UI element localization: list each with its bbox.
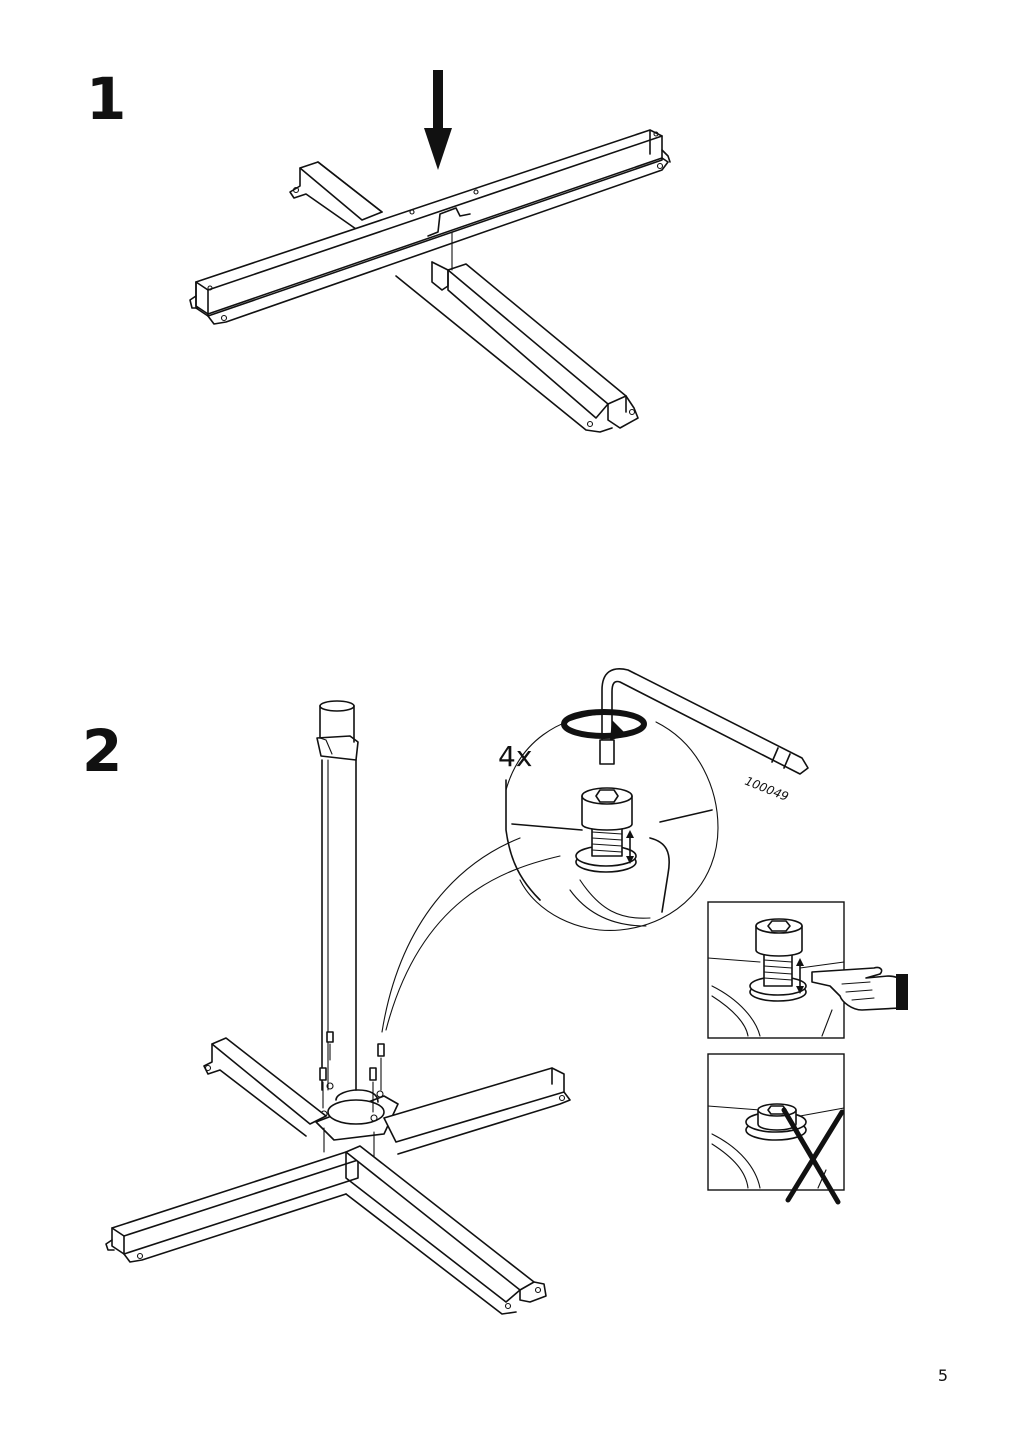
mounting-plate <box>315 1082 399 1141</box>
step-1-illustration <box>189 70 671 433</box>
step-2-illustration: 4x 100049 <box>105 668 908 1315</box>
zoom-detail-bolt <box>505 713 719 932</box>
base-rail-lower <box>289 161 639 433</box>
umbrella-pole <box>316 700 359 1091</box>
base-rail-upper <box>189 129 671 325</box>
rotate-arrow-icon <box>561 709 647 740</box>
step-1-number: 1 <box>86 65 127 133</box>
detail-correct <box>707 901 908 1039</box>
tool-part-number: 100049 <box>743 774 791 804</box>
allen-key-tool: 100049 <box>561 668 809 804</box>
pointing-hand-icon <box>811 966 908 1011</box>
page-number: 5 <box>937 1366 948 1385</box>
step-2-number: 2 <box>82 717 123 785</box>
quantity-label: 4x <box>498 740 532 773</box>
bolts-small <box>319 1031 385 1161</box>
cross-base <box>105 1037 571 1315</box>
detail-incorrect <box>707 1053 845 1205</box>
down-arrow-icon <box>424 70 452 170</box>
double-arrow-icon <box>626 830 634 864</box>
cross-out-icon <box>781 1107 845 1205</box>
